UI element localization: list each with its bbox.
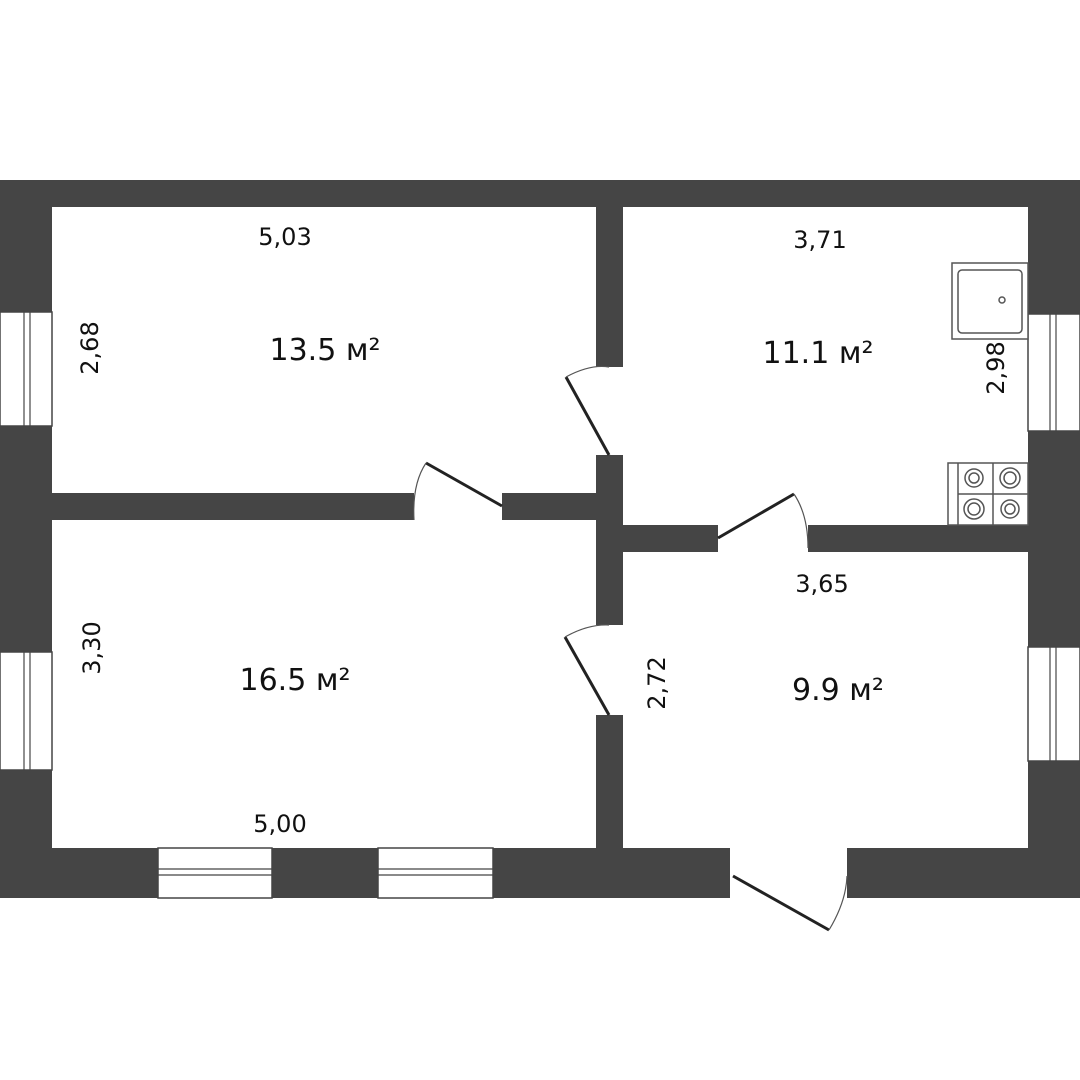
dim-room-bottom-left-height: 3,30 xyxy=(78,621,106,674)
wall-vertical-upper xyxy=(596,207,623,367)
doors xyxy=(413,365,848,932)
wall-horizontal-right-a xyxy=(623,525,718,552)
wall-vertical-middle xyxy=(596,455,623,625)
dim-room-top-left-height: 2,68 xyxy=(76,321,104,374)
wall-top xyxy=(0,180,1080,207)
area-room-top-right: 11.1 м² xyxy=(763,336,874,371)
dim-room-bottom-left-width: 5,00 xyxy=(253,810,306,838)
entrance-opening xyxy=(730,848,847,898)
door-bottom-rooms xyxy=(563,624,611,716)
area-room-bottom-right: 9.9 м² xyxy=(792,673,884,708)
door-left-rooms xyxy=(413,461,503,521)
window-right-top xyxy=(1027,313,1080,432)
window-left-top xyxy=(0,311,53,427)
wall-right xyxy=(1028,180,1080,898)
interior-walls xyxy=(52,207,1028,848)
window-right-bottom xyxy=(1027,646,1080,762)
wall-horizontal-left-b xyxy=(502,493,596,520)
stove-icon xyxy=(947,462,1029,526)
dim-room-bottom-right-width: 3,65 xyxy=(795,570,848,598)
dim-room-top-right-height: 2,98 xyxy=(982,341,1010,394)
wall-horizontal-left-a xyxy=(52,493,414,520)
area-room-top-left: 13.5 м² xyxy=(270,333,381,368)
window-left-bottom xyxy=(0,651,53,771)
sink-icon xyxy=(951,262,1029,340)
wall-left xyxy=(0,180,52,898)
door-top-rooms xyxy=(564,365,611,456)
window-bottom-left xyxy=(157,847,273,899)
door-right-rooms xyxy=(717,492,809,549)
wall-vertical-lower xyxy=(596,715,623,848)
windows xyxy=(0,311,1080,899)
dim-room-top-left-width: 5,03 xyxy=(258,223,311,251)
dim-room-bottom-right-height: 2,72 xyxy=(643,656,671,709)
door-entrance xyxy=(732,874,848,932)
dim-room-top-right-width: 3,71 xyxy=(793,226,846,254)
area-room-bottom-left: 16.5 м² xyxy=(240,663,351,698)
window-bottom-middle xyxy=(377,847,494,899)
wall-horizontal-right-b xyxy=(808,525,1028,552)
